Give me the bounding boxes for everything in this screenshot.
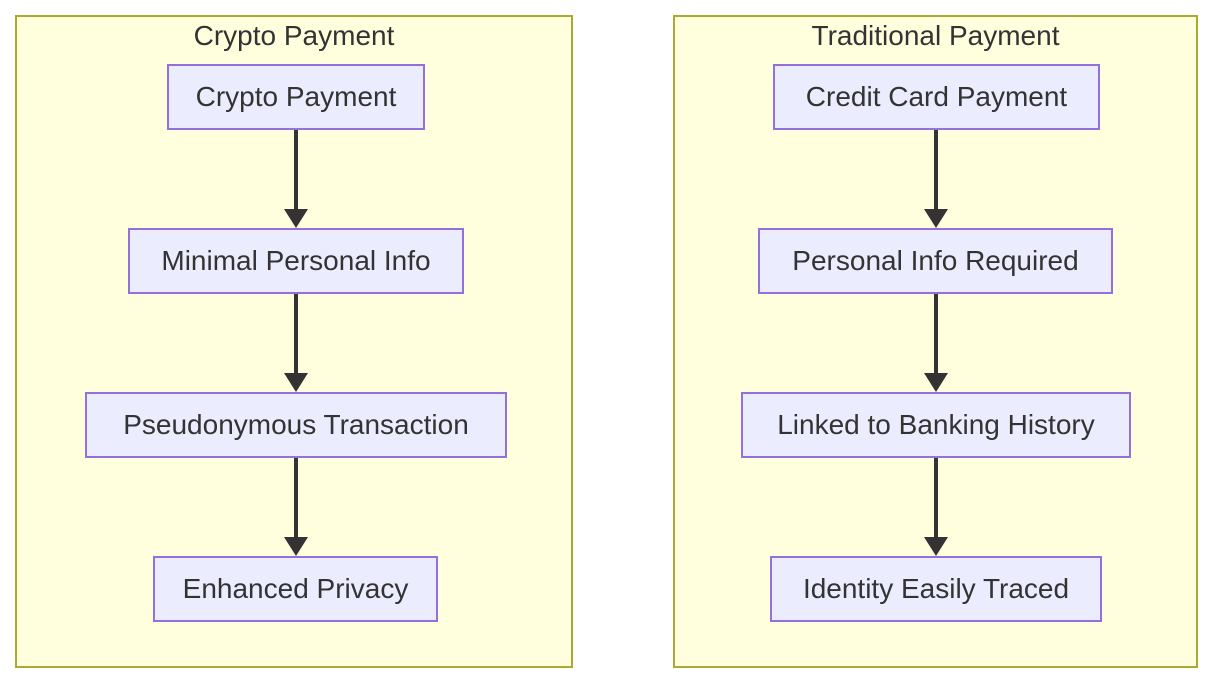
node-linked-to-banking-history: Linked to Banking History xyxy=(741,392,1131,458)
node-personal-info-required: Personal Info Required xyxy=(758,228,1113,294)
flow-arrow-traditional-3 xyxy=(923,458,949,556)
node-minimal-personal-info: Minimal Personal Info xyxy=(128,228,464,294)
node-enhanced-privacy: Enhanced Privacy xyxy=(153,556,438,622)
arrow-head-icon xyxy=(924,537,948,556)
arrow-head-icon xyxy=(924,209,948,228)
arrow-line xyxy=(934,294,938,388)
arrow-line xyxy=(294,458,298,552)
node-identity-easily-traced: Identity Easily Traced xyxy=(770,556,1102,622)
arrow-line xyxy=(294,130,298,224)
arrow-line xyxy=(294,294,298,388)
flow-arrow-traditional-2 xyxy=(923,294,949,392)
arrow-head-icon xyxy=(284,373,308,392)
arrow-head-icon xyxy=(284,537,308,556)
node-credit-card-payment: Credit Card Payment xyxy=(773,64,1100,130)
flow-arrow-crypto-3 xyxy=(283,458,309,556)
arrow-head-icon xyxy=(924,373,948,392)
arrow-line xyxy=(934,130,938,224)
node-crypto-payment: Crypto Payment xyxy=(167,64,425,130)
flow-arrow-traditional-1 xyxy=(923,130,949,228)
node-pseudonymous-transaction: Pseudonymous Transaction xyxy=(85,392,507,458)
arrow-head-icon xyxy=(284,209,308,228)
cluster-title-crypto-payment: Crypto Payment xyxy=(193,20,395,51)
arrow-line xyxy=(934,458,938,552)
cluster-title-traditional-payment: Traditional Payment xyxy=(811,20,1060,51)
flow-arrow-crypto-1 xyxy=(283,130,309,228)
flow-arrow-crypto-2 xyxy=(283,294,309,392)
